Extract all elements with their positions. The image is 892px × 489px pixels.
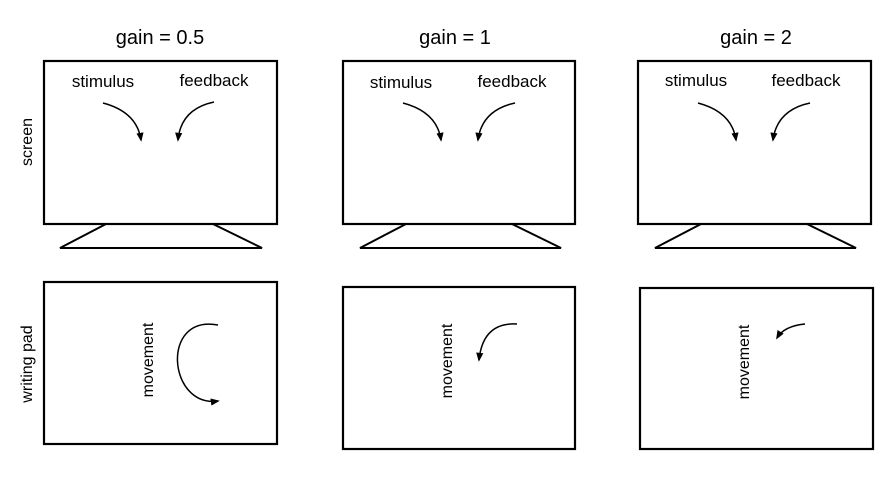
panel-title: gain = 0.5 (116, 27, 204, 49)
stimulus-arrow (102, 102, 144, 142)
writing-pad: movement (638, 286, 875, 451)
feedback-arrow (175, 101, 215, 142)
writing-pad: movement (341, 285, 577, 451)
feedback-label: feedback (772, 71, 841, 90)
panel-title: gain = 2 (720, 27, 792, 49)
movement-label: movement (736, 324, 753, 399)
panel-gain-2: gain = 2 stimulus feedback movement (636, 27, 875, 451)
stimulus-label: stimulus (72, 72, 134, 91)
row-label-writing-pad: writing pad (19, 325, 36, 403)
monitor: stimulus feedback (42, 59, 279, 249)
stimulus-arrow (402, 102, 444, 142)
stimulus-arrow (697, 102, 739, 142)
movement-arrow (776, 323, 806, 340)
writing-pad-frame (341, 285, 577, 451)
monitor-screen (636, 59, 873, 226)
monitor-stand (359, 223, 562, 249)
stimulus-label: stimulus (370, 73, 432, 92)
movement-arrow (176, 323, 220, 406)
monitor-stand (654, 223, 857, 249)
monitor: stimulus feedback (341, 59, 577, 249)
movement-label: movement (439, 323, 456, 398)
monitor-screen (42, 59, 279, 226)
row-label-screen: screen (19, 118, 36, 166)
feedback-label: feedback (478, 72, 547, 91)
movement-arrow (476, 323, 518, 362)
writing-pad-frame (42, 280, 279, 446)
writing-pad-frame (638, 286, 875, 451)
writing-pad: movement (42, 280, 279, 446)
feedback-arrow (475, 102, 516, 142)
feedback-label: feedback (180, 71, 249, 90)
stimulus-label: stimulus (665, 71, 727, 90)
feedback-arrow (770, 102, 811, 142)
movement-label: movement (140, 322, 157, 397)
monitor: stimulus feedback (636, 59, 873, 249)
panel-title: gain = 1 (419, 27, 491, 49)
panel-gain-0-5: gain = 0.5 stimulus feedback movement (42, 27, 279, 446)
panel-gain-1: gain = 1 stimulus feedback movement (341, 27, 577, 451)
monitor-stand (59, 223, 263, 249)
monitor-screen (341, 59, 577, 226)
